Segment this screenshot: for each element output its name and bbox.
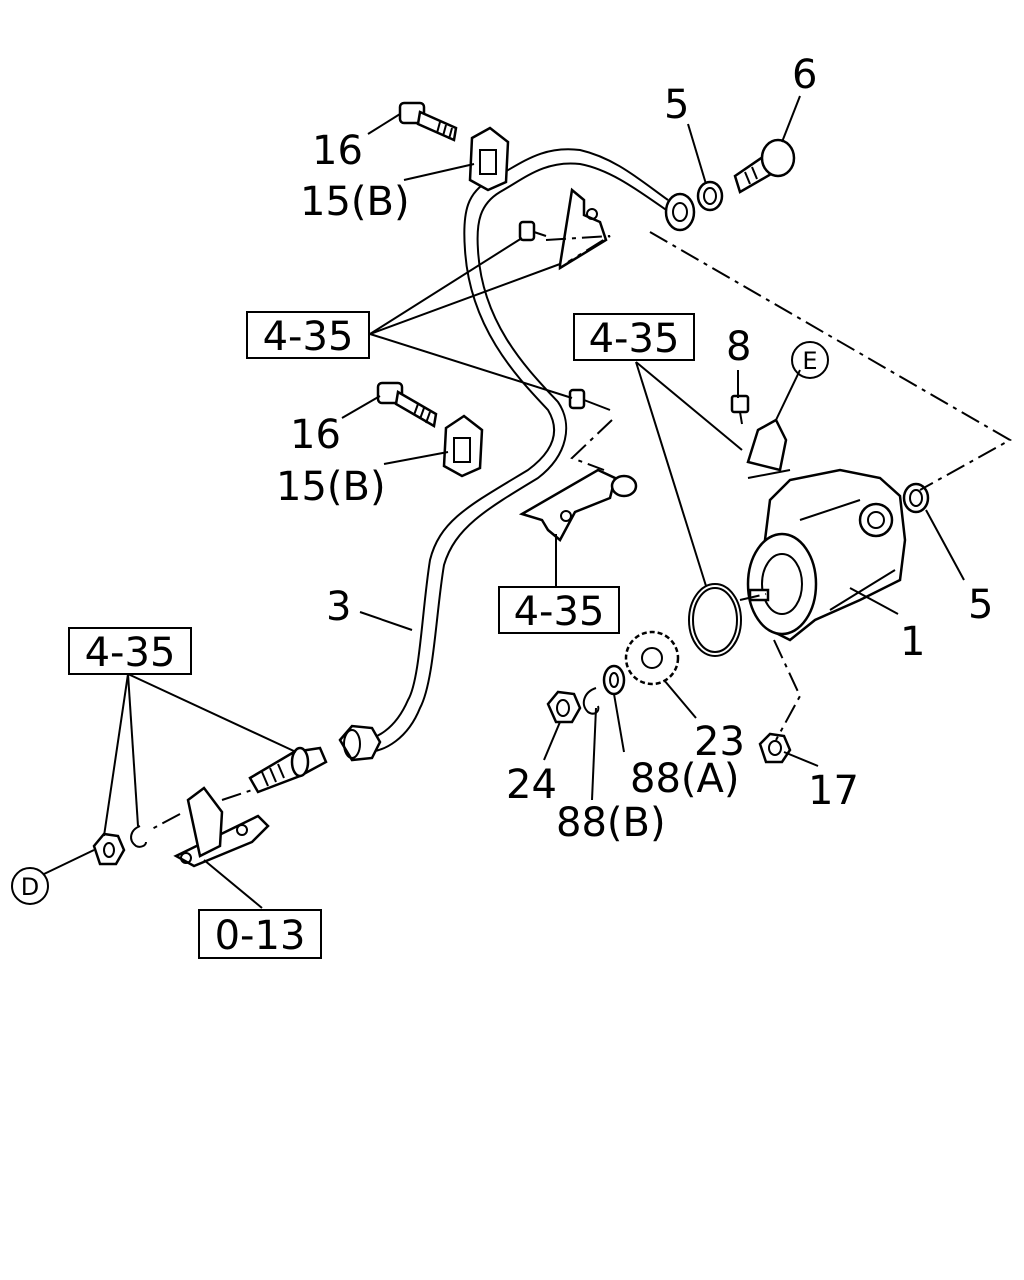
- bolt-16-lower[interactable]: [376, 381, 438, 428]
- callout-3: 3: [326, 584, 351, 630]
- nut-17[interactable]: [758, 732, 792, 764]
- assembly-lines: [149, 231, 1013, 831]
- bolt-bracket-upper[interactable]: [518, 220, 547, 242]
- gear-23[interactable]: [624, 630, 680, 686]
- ref-box-3-label: 4-35: [514, 589, 605, 635]
- snap-ring-88b[interactable]: [582, 687, 600, 715]
- ref-box-5[interactable]: 0-13: [198, 909, 322, 959]
- callout-88a: 88(A): [630, 756, 739, 802]
- connector-e[interactable]: E: [791, 341, 829, 379]
- bracket-upper[interactable]: [558, 187, 608, 271]
- callout-16-upper: 16: [312, 128, 363, 174]
- ref-box-2[interactable]: 4-35: [573, 313, 695, 362]
- o-ring[interactable]: [688, 583, 742, 657]
- stud-fitting[interactable]: [248, 746, 328, 794]
- bolt-16-upper[interactable]: [398, 101, 458, 142]
- callout-17: 17: [808, 768, 859, 814]
- ref-box-1[interactable]: 4-35: [246, 311, 370, 360]
- bolt-8[interactable]: [730, 394, 750, 425]
- bolt-bracket-middle[interactable]: [568, 388, 611, 411]
- connector-d[interactable]: D: [11, 867, 49, 905]
- callout-15b-upper: 15(B): [300, 179, 410, 225]
- washer-5-lower[interactable]: [902, 482, 930, 514]
- callout-6: 6: [792, 52, 817, 98]
- ref-box-4[interactable]: 4-35: [68, 627, 192, 676]
- ref-box-5-label: 0-13: [215, 913, 306, 959]
- connector-e-label: E: [802, 347, 817, 375]
- ref-box-3[interactable]: 4-35: [498, 586, 620, 635]
- ref-box-1-label: 4-35: [263, 314, 354, 360]
- banjo-fitting[interactable]: [664, 192, 696, 232]
- clip-15b-upper[interactable]: [468, 126, 510, 192]
- leader-lines: [43, 95, 965, 909]
- nut-lower-left[interactable]: [92, 832, 126, 866]
- ref-box-2-label: 4-35: [589, 316, 680, 362]
- union-bolt-6[interactable]: [733, 138, 796, 194]
- callout-15b-lower: 15(B): [276, 464, 386, 510]
- callout-5-upper: 5: [664, 82, 689, 128]
- flare-nut[interactable]: [338, 724, 382, 762]
- nut-24[interactable]: [546, 690, 582, 724]
- clip-15b-lower[interactable]: [442, 414, 484, 478]
- bracket-lower[interactable]: [518, 468, 638, 542]
- callout-8: 8: [726, 324, 751, 370]
- callout-24: 24: [506, 762, 557, 808]
- power-steering-pump[interactable]: [746, 468, 907, 642]
- mounting-bracket[interactable]: [173, 786, 270, 868]
- callout-16-lower: 16: [290, 412, 341, 458]
- callout-88b: 88(B): [556, 800, 666, 846]
- callout-5-lower: 5: [968, 582, 993, 628]
- clip-lower-left[interactable]: [130, 825, 147, 848]
- callout-23: 23: [694, 719, 745, 765]
- washer-88a[interactable]: [602, 664, 626, 696]
- callout-1: 1: [900, 619, 925, 665]
- suction-pipe-connector[interactable]: [746, 418, 791, 479]
- pressure-pipe[interactable]: [359, 148, 673, 753]
- connector-d-label: D: [21, 873, 39, 901]
- ref-box-4-label: 4-35: [85, 630, 176, 676]
- washer-5-upper[interactable]: [696, 180, 724, 212]
